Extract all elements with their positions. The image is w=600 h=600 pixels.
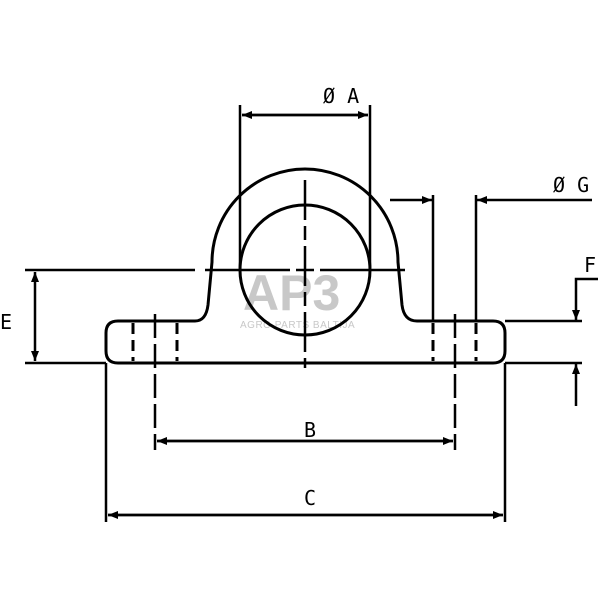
watermark-text: AGRO PARTS BALTIJA: [240, 320, 355, 331]
label-c: C: [304, 486, 316, 510]
label-g: Ø G: [553, 173, 589, 197]
dimension-f: F: [505, 253, 598, 406]
bearing-housing-outline: [104, 167, 507, 365]
centre-lines: [25, 180, 457, 450]
label-a: Ø A: [323, 84, 359, 108]
dimension-g: Ø G: [390, 173, 592, 321]
label-f: F: [584, 253, 596, 277]
dimension-b: B: [157, 418, 453, 445]
dimension-a: Ø A: [238, 84, 372, 268]
dimension-e: E: [0, 272, 106, 365]
watermark: AP3 AGRO PARTS BALTIJA: [240, 265, 355, 331]
dimension-c: C: [104, 363, 507, 522]
label-e: E: [0, 310, 12, 334]
label-b: B: [304, 418, 316, 442]
left-bolt-hole: [131, 323, 179, 361]
watermark-logo: AP3: [243, 265, 340, 321]
right-bolt-hole: [431, 323, 478, 361]
